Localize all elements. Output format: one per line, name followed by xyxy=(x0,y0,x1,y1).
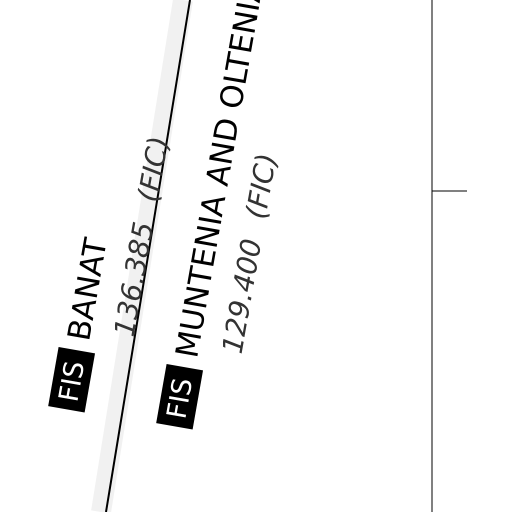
sector-frequency: 136.385 (FIC) xyxy=(108,134,176,339)
fis-badge-text: FIS xyxy=(161,376,199,421)
fir-boundary-line xyxy=(105,0,191,512)
sector-name: BANAT xyxy=(61,234,115,343)
fis-badge xyxy=(48,346,96,413)
frequency-unit: (FIC) xyxy=(239,151,283,221)
frequency-unit: (FIC) xyxy=(131,134,175,204)
sector-label-banat: FIS BANAT 136.385 (FIC) xyxy=(48,134,176,413)
frequency-value: 129.400 xyxy=(216,236,269,356)
boundary-halo xyxy=(91,0,193,512)
frequency-value: 136.385 xyxy=(108,219,161,339)
fis-badge-text: FIS xyxy=(53,359,91,404)
fis-badge xyxy=(156,363,204,430)
